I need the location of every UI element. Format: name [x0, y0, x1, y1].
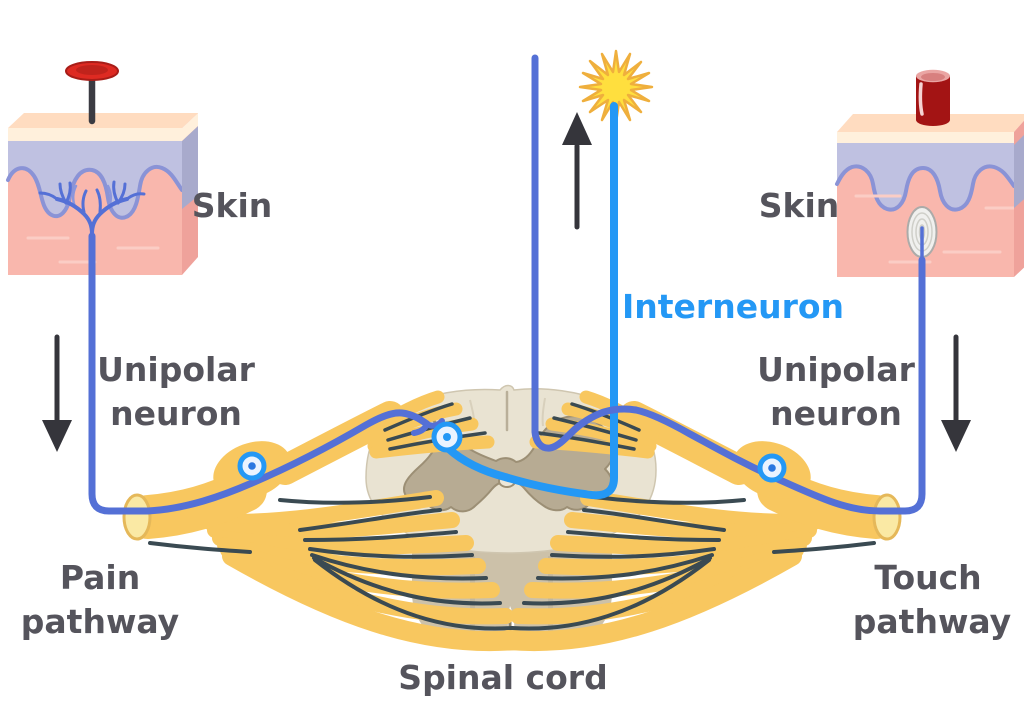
skin-side-strip-left: [182, 113, 198, 141]
skin-side-epidermis-right: [1014, 135, 1024, 208]
label-touch-2: pathway: [853, 602, 1011, 641]
label-skin-right: Skin: [759, 186, 840, 225]
label-unipolar-right-2: neuron: [770, 394, 902, 433]
label-skin-left: Skin: [192, 186, 273, 225]
epidermis-border-right: [835, 164, 1016, 212]
skin-surface-strip-left: [8, 128, 182, 141]
epidermis-left: [8, 140, 182, 218]
label-interneuron: Interneuron: [622, 287, 844, 326]
pin-icon: [65, 61, 119, 125]
label-unipolar-left-1: Unipolar: [97, 350, 255, 389]
rootlet-gaps: [148, 495, 514, 631]
label-pain-2: pathway: [21, 602, 179, 641]
axon-terminal: [411, 421, 430, 436]
label-spinal-cord: Spinal cord: [398, 658, 607, 697]
skin-block-left: [6, 61, 198, 275]
face-crease: [541, 397, 546, 427]
interneuron-axon: [445, 102, 618, 500]
nerve-cut-end: [122, 493, 152, 541]
free-nerve-endings: [38, 180, 146, 236]
ganglion-soma-right: [757, 453, 787, 483]
label-pain-1: Pain: [60, 558, 140, 597]
epidermis-border-left: [6, 165, 184, 220]
skin-top-face-left: [8, 113, 198, 128]
skin-surface-strip-right: [837, 132, 1014, 143]
pressure-cylinder-icon: [916, 69, 950, 126]
interneuron-soma: [431, 421, 463, 453]
skin-block-right: [835, 69, 1024, 277]
ganglion-soma-left: [237, 451, 267, 481]
pacinian-corpuscle: [906, 206, 938, 264]
label-touch-1: Touch: [874, 558, 981, 597]
skin-side-epidermis-left: [182, 126, 198, 209]
cylinder-shade: [548, 556, 553, 642]
label-unipolar-left-2: neuron: [110, 394, 242, 433]
cylinder-shade: [470, 556, 475, 642]
up-arrow-icon: [562, 112, 592, 230]
down-arrow-left-icon: [42, 334, 72, 452]
label-unipolar-right-1: Unipolar: [757, 350, 915, 389]
down-arrow-right-icon: [941, 334, 971, 452]
